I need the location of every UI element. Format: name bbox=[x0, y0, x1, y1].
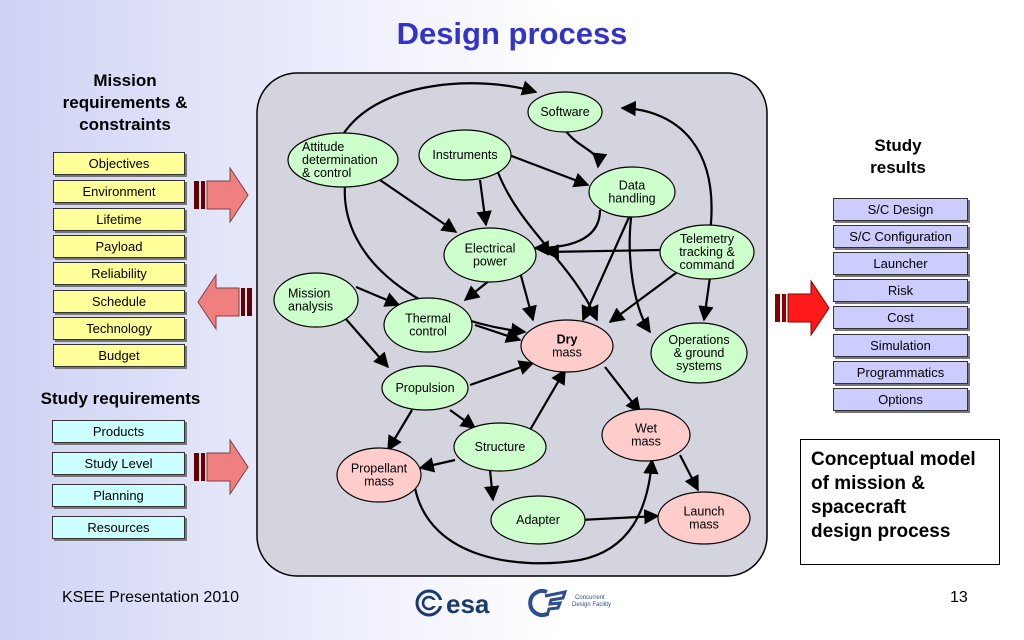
node-instruments-label: Instruments bbox=[432, 148, 497, 162]
node-dry-label: mass bbox=[552, 346, 582, 360]
node-data-label: handling bbox=[608, 192, 655, 206]
node-launch-label: Launch bbox=[683, 505, 724, 519]
node-wet-label: mass bbox=[631, 435, 661, 449]
node-adapter: Adapter bbox=[490, 495, 586, 545]
study-item-resources: Resources bbox=[52, 516, 185, 539]
node-adc-label: & control bbox=[302, 166, 351, 180]
result-item-programmatics: Programmatics bbox=[833, 361, 968, 384]
node-propellant-label: Propellant bbox=[351, 462, 408, 476]
result-item-risk: Risk bbox=[833, 279, 968, 302]
result-item-s-c-configuration: S/C Configuration bbox=[833, 225, 968, 248]
node-ttc-label: tracking & bbox=[679, 245, 735, 259]
node-ops-label: systems bbox=[676, 359, 722, 373]
study-item-planning: Planning bbox=[52, 484, 185, 507]
node-ops-label: Operations bbox=[668, 333, 729, 347]
page-title: Design process bbox=[396, 16, 628, 51]
result-item-s-c-design: S/C Design bbox=[833, 198, 968, 221]
conceptual-model-caption: Conceptual model of mission & spacecraft… bbox=[800, 439, 1000, 565]
node-propulsion: Propulsion bbox=[381, 365, 469, 411]
mission-item-budget: Budget bbox=[53, 344, 185, 367]
node-structure: Structure bbox=[453, 422, 547, 472]
study-item-products: Products bbox=[52, 420, 185, 443]
study-input-arrow-right-icon bbox=[194, 438, 249, 496]
node-software-label: Software bbox=[540, 105, 589, 119]
result-item-options: Options bbox=[833, 388, 968, 411]
node-structure-label: Structure bbox=[475, 440, 526, 454]
node-mission-label: analysis bbox=[288, 300, 333, 314]
mission-item-schedule: Schedule bbox=[53, 290, 185, 313]
mission-item-reliability: Reliability bbox=[53, 262, 185, 285]
node-data-label: Data bbox=[619, 179, 645, 193]
node-power-label: power bbox=[473, 255, 507, 269]
cdf-logo: Concurrent Design Facility bbox=[525, 586, 620, 620]
svg-text:esa: esa bbox=[446, 589, 490, 619]
node-thermal-label: Thermal bbox=[405, 312, 451, 326]
mission-item-objectives: Objectives bbox=[53, 152, 185, 175]
node-thermal-label: control bbox=[409, 325, 447, 339]
node-adc-label: Attitude bbox=[302, 140, 344, 154]
node-power-label: Electrical bbox=[465, 242, 516, 256]
study-results-heading: Study results bbox=[870, 136, 926, 177]
result-item-launcher: Launcher bbox=[833, 252, 968, 275]
result-item-simulation: Simulation bbox=[833, 334, 968, 357]
svg-text:Concurrent: Concurrent bbox=[575, 595, 605, 601]
node-ttc-label: Telemetry bbox=[680, 232, 735, 246]
node-adapter-label: Adapter bbox=[516, 513, 560, 527]
esa-logo: esa bbox=[414, 586, 508, 620]
node-dry-label: Dry bbox=[557, 333, 578, 347]
node-wet-label: Wet bbox=[635, 422, 658, 436]
mission-item-environment: Environment bbox=[53, 180, 185, 203]
node-ttc-label: command bbox=[680, 258, 735, 272]
node-adc-label: determination bbox=[302, 153, 378, 167]
footer-presentation-label: KSEE Presentation 2010 bbox=[62, 589, 240, 606]
svg-text:Design Facility: Design Facility bbox=[572, 602, 611, 608]
study-requirements-heading: Study requirements bbox=[40, 389, 201, 408]
input-arrow-right-icon bbox=[194, 166, 249, 224]
feedback-arrow-left-icon bbox=[197, 273, 252, 331]
node-propulsion-label: Propulsion bbox=[395, 381, 454, 395]
mission-item-lifetime: Lifetime bbox=[53, 208, 185, 231]
mission-requirements-heading: Mission requirements & constraints bbox=[62, 71, 188, 134]
study-item-study-level: Study Level bbox=[52, 452, 185, 475]
footer-page-number: 13 bbox=[950, 589, 968, 606]
result-item-cost: Cost bbox=[833, 306, 968, 329]
node-software: Software bbox=[527, 91, 603, 133]
node-instruments: Instruments bbox=[418, 129, 512, 181]
node-launch-label: mass bbox=[689, 518, 719, 532]
output-arrow-right-icon bbox=[775, 279, 830, 337]
mission-item-technology: Technology bbox=[53, 317, 185, 340]
node-mission-label: Mission bbox=[288, 287, 330, 301]
mission-item-payload: Payload bbox=[53, 235, 185, 258]
node-propellant-label: mass bbox=[364, 475, 394, 489]
node-ops-label: & ground bbox=[674, 346, 725, 360]
